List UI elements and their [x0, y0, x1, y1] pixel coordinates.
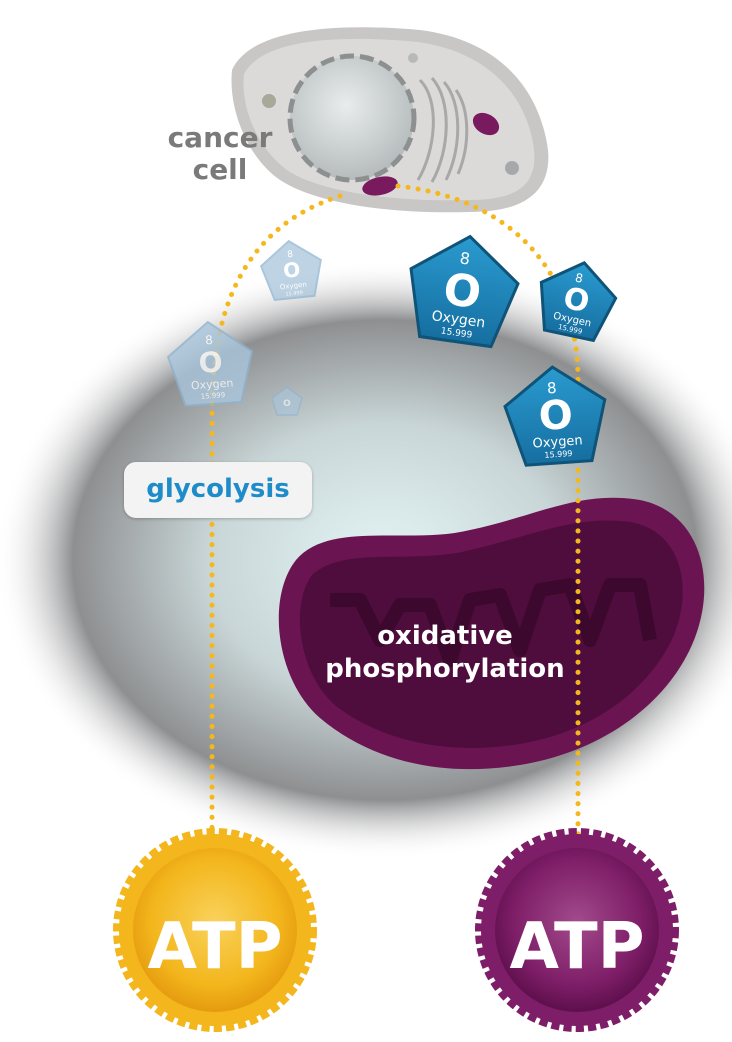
oxphos-label-line-2: phosphorylation [325, 654, 565, 684]
element-name: Oxygen [191, 376, 234, 392]
element-number: 8 [574, 270, 584, 285]
oxygen-tile-1: 8 O Oxygen 15.999 [409, 234, 520, 349]
element-name: Oxygen [431, 308, 487, 331]
cancer-cell-label-line-1: cancer [167, 121, 273, 154]
element-name: Oxygen [280, 281, 308, 292]
glycolysis-label: glycolysis [146, 474, 290, 504]
element-symbol: O [283, 399, 291, 409]
mitochondrion-icon [278, 497, 705, 770]
atp-badge-oxphos [475, 828, 679, 1032]
oxygen-tile-faded-2: 8 O Oxygen 15.999 [166, 320, 254, 407]
element-mass: 15.999 [285, 290, 303, 298]
element-mass: 15.999 [544, 449, 573, 460]
atp-label-glycolysis: ATP [147, 910, 283, 984]
cancer-cell-icon [231, 27, 549, 213]
oxygen-tile-3: 8 O Oxygen 15.999 [503, 365, 607, 467]
atp-label-oxphos: ATP [509, 910, 645, 984]
element-symbol: O [198, 345, 224, 380]
element-symbol: O [282, 257, 301, 283]
oxygen-tile-faded-1: 8 O Oxygen 15.999 [259, 239, 322, 302]
cancer-cell-label: cancer cell [150, 122, 290, 186]
oxphos-path [395, 183, 581, 858]
oxygen-tile-2: 8 O Oxygen 15.999 [539, 261, 618, 343]
element-name: Oxygen [532, 433, 583, 451]
cancer-cell-label-line-2: cell [192, 153, 248, 186]
oxygen-tile-faded-3: O [271, 386, 303, 416]
glycolysis-label-box [124, 462, 312, 518]
oxidative-phosphorylation-label: oxidative phosphorylation [300, 620, 590, 686]
element-number: 8 [459, 248, 472, 268]
element-symbol: O [440, 264, 484, 320]
element-number: 8 [287, 250, 294, 261]
element-number: 8 [205, 333, 214, 347]
element-symbol: O [537, 392, 574, 440]
element-mass: 15.999 [200, 391, 225, 401]
element-mass: 15.999 [440, 326, 473, 340]
element-number: 8 [546, 379, 557, 398]
atp-badge-glycolysis [113, 828, 317, 1032]
oxphos-label-line-1: oxidative [377, 621, 513, 651]
